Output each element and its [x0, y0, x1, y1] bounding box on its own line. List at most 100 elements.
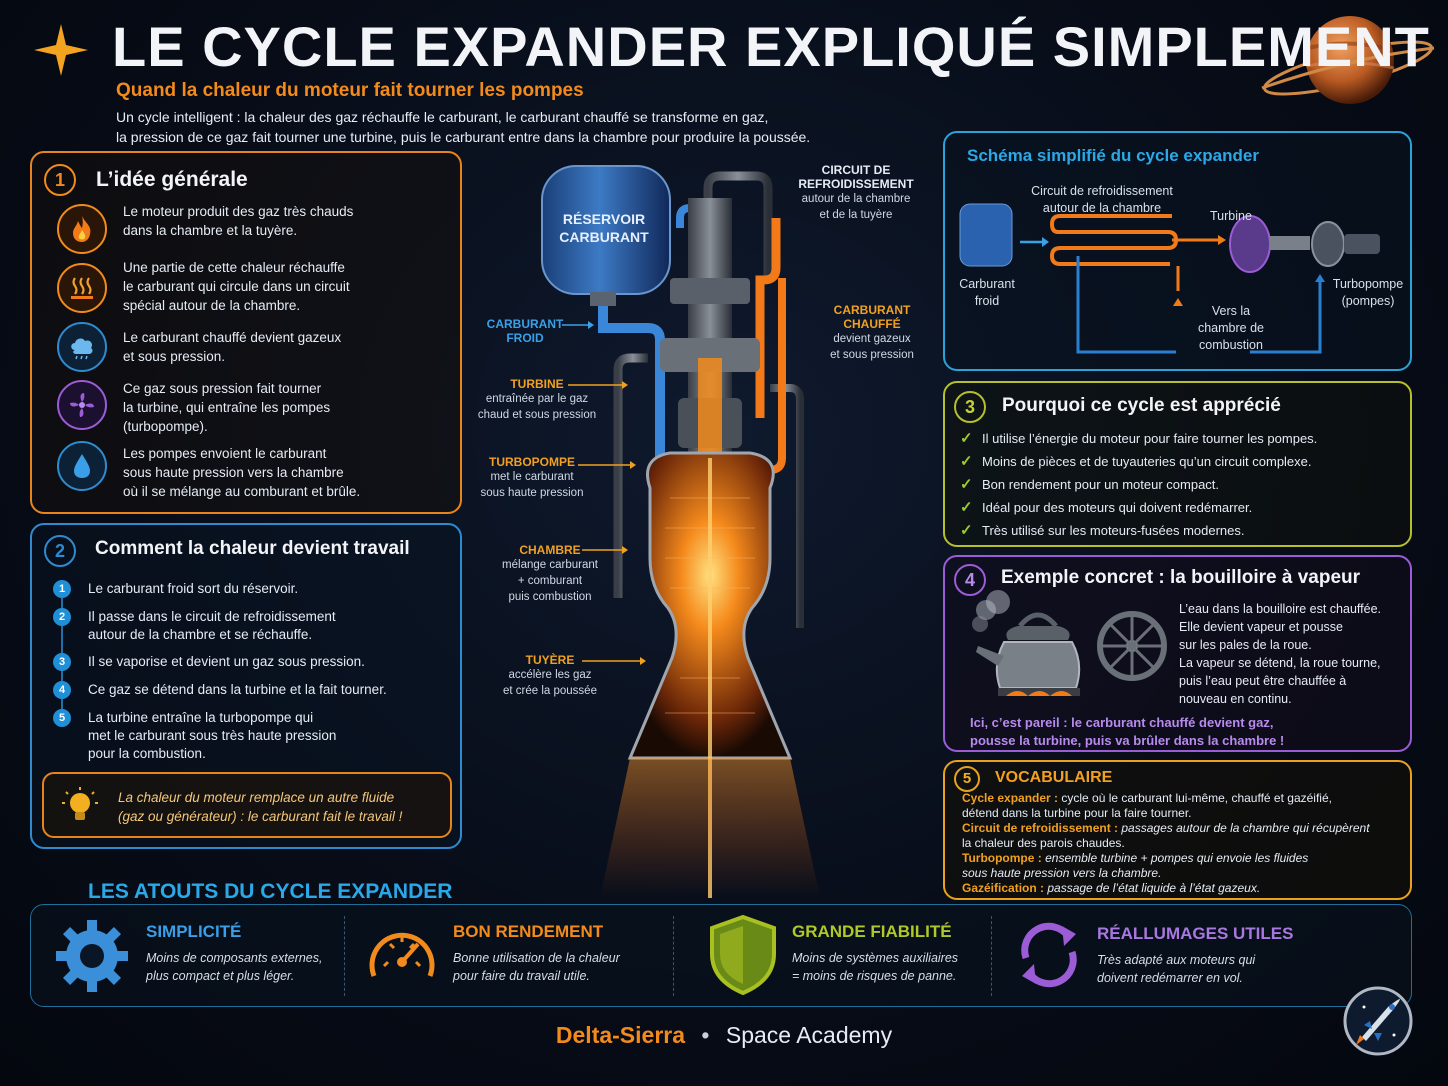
- text-line: où il se mélange au comburant et brûle.: [123, 484, 361, 499]
- schema-label-turbine: Turbine: [1210, 209, 1252, 223]
- step-text: Il passe dans le circuit de refroidissem…: [88, 608, 336, 644]
- text-line: accélère les gaz: [508, 669, 592, 681]
- benefit-desc: Très adapté aux moteurs qui doivent redé…: [1097, 951, 1255, 987]
- text-line: Le moteur produit des gaz très chauds: [123, 204, 354, 219]
- text-line: Carburant: [959, 277, 1015, 291]
- benefit-desc: Moins de composants externes, plus compa…: [146, 949, 322, 985]
- vocab-entry: Gazéification : passage de l’état liquid…: [962, 881, 1402, 896]
- callout-chamber: CHAMBRE mélange carburant + comburant pu…: [490, 543, 610, 605]
- text-line: devient gazeux: [833, 333, 911, 345]
- text-line: froid: [974, 294, 1000, 308]
- vocab-def: passage de l’état liquide à l’état gazeu…: [1044, 881, 1261, 895]
- intro-text: Un cycle intelligent : la chaleur des ga…: [116, 107, 810, 147]
- benefit-title: BON RENDEMENT: [453, 922, 604, 941]
- kettle-text: L’eau dans la bouilloire est chauffée. E…: [1179, 600, 1381, 708]
- tip-text: La chaleur du moteur remplace un autre f…: [118, 788, 402, 826]
- check-item: ✓Bon rendement pour un moteur compact.: [960, 475, 1219, 493]
- text-line: (gaz ou générateur) : le carburant fait …: [118, 809, 403, 824]
- text-line: + comburant: [517, 575, 583, 587]
- text-line: puis l’eau peut être chauffée à: [1179, 674, 1347, 688]
- text-line: plus compact et plus léger.: [146, 969, 295, 983]
- schema-label-turbopump: Turbopompe (pompes): [1328, 276, 1408, 310]
- text-line: Ce gaz sous pression fait tourner: [123, 381, 322, 396]
- section-title: Exemple concret : la bouilloire à vapeur: [1001, 567, 1361, 588]
- text-line: Le carburant chauffé devient gazeux: [123, 330, 342, 345]
- text-line: et de la tuyère: [819, 209, 893, 221]
- step-number: 3: [53, 653, 71, 671]
- text-line: Elle devient vapeur et pousse: [1179, 620, 1343, 634]
- section-number-badge: 4: [954, 564, 986, 596]
- text-line: Circuit de refroidissement: [1031, 184, 1173, 198]
- general-item-text: Ce gaz sous pression fait tourner la tur…: [123, 379, 330, 436]
- callout-turbopump: TURBOPOMPE met le carburant sous haute p…: [472, 455, 592, 501]
- footer: Delta-Sierra • Space Academy: [0, 1022, 1448, 1049]
- step-number: 1: [53, 580, 71, 598]
- schema-label-cooling: Circuit de refroidissement autour de la …: [1026, 183, 1178, 217]
- section-title: L’idée générale: [96, 168, 248, 191]
- text-line: pousse la turbine, puis va brûler dans l…: [970, 733, 1285, 748]
- text-line: la turbine, qui entraîne les pompes: [123, 400, 331, 415]
- text-line: L’eau dans la bouilloire est chauffée.: [1179, 602, 1382, 616]
- text-line: RÉSERVOIR: [562, 211, 646, 227]
- text-line: FROID: [506, 331, 544, 345]
- planet-icon: [1261, 16, 1435, 104]
- benefit-desc: Bonne utilisation de la chaleur pour fai…: [453, 949, 620, 985]
- text-line: sous haute pression: [480, 487, 584, 499]
- tip-box: La chaleur du moteur remplace un autre f…: [42, 772, 452, 838]
- text-line: le carburant qui circule dans un circuit: [123, 279, 350, 294]
- section-number-badge: 2: [44, 535, 76, 567]
- vocab-def: ensemble turbine + pompes qui envoie les…: [1041, 851, 1309, 865]
- section-number-badge: 5: [954, 766, 980, 792]
- heat-waves-icon: [57, 263, 107, 313]
- text-line: spécial autour de la chambre.: [123, 298, 301, 313]
- page-title: LE CYCLE EXPANDER EXPLIQUÉ SIMPLEMENT: [112, 15, 1430, 78]
- text-line: TUYÈRE: [525, 653, 575, 667]
- vocab-term: Turbopompe :: [962, 851, 1042, 865]
- text-line: REFROIDISSEMENT: [798, 177, 914, 191]
- footer-academy: Space Academy: [725, 1022, 893, 1048]
- general-item-text: Le moteur produit des gaz très chauds da…: [123, 202, 353, 240]
- rocket-badge-icon: [1343, 986, 1413, 1056]
- star-icon: [34, 24, 88, 76]
- check-text: Très utilisé sur les moteurs-fusées mode…: [982, 523, 1245, 538]
- text-line: Ici, c’est pareil : le carburant chauffé…: [970, 715, 1274, 730]
- text-line: (turbopompe).: [123, 419, 208, 434]
- text-line: met le carburant sous très haute pressio…: [88, 728, 337, 743]
- callout-nozzle: TUYÈRE accélère les gaz et crée la pouss…: [490, 653, 610, 699]
- footer-separator: •: [701, 1022, 710, 1048]
- benefit-desc: Moins de systèmes auxiliaires = moins de…: [792, 949, 958, 985]
- check-item: ✓ Très utilisé sur les moteurs-fusées mod…: [960, 521, 1245, 539]
- vocab-entry: Cycle expander : cycle où le carburant l…: [962, 791, 1402, 821]
- benefit-title: SIMPLICITÉ: [146, 922, 242, 941]
- benefit-title: GRANDE FIABILITÉ: [792, 922, 952, 941]
- vocab-def: détend dans la turbine pour la faire tou…: [962, 806, 1192, 820]
- text-line: sur les pales de la roue.: [1179, 638, 1312, 652]
- text-line: La chaleur du moteur remplace un autre f…: [118, 790, 395, 805]
- benefits-heading: LES ATOUTS DU CYCLE EXPANDER: [80, 880, 461, 904]
- checkmark-icon: ✓: [960, 453, 973, 470]
- droplet-icon: [57, 441, 107, 491]
- vocab-entry: Turbopompe : ensemble turbine + pompes q…: [962, 851, 1402, 881]
- text-line: autour de la chambre: [1042, 201, 1162, 215]
- schema-diagram: [959, 203, 1380, 354]
- callout-hot-fuel: CARBURANT CHAUFFÉ devient gazeux et sous…: [826, 303, 918, 363]
- text-line: La turbine entraîne la turbopompe qui: [88, 710, 314, 725]
- text-line: pour la combustion.: [88, 746, 206, 761]
- intro-line: Un cycle intelligent : la chaleur des ga…: [116, 109, 769, 125]
- text-line: Vers la: [1211, 304, 1251, 318]
- vocab-term: Cycle expander :: [962, 791, 1059, 805]
- text-line: Bonne utilisation de la chaleur: [453, 951, 620, 965]
- schema-label-chamber: Vers la chambre de combustion: [1190, 303, 1272, 354]
- text-line: CARBURANT: [833, 303, 911, 317]
- text-line: = moins de risques de panne.: [792, 969, 957, 983]
- text-line: et sous pression.: [123, 349, 226, 364]
- cloud-icon: [57, 322, 107, 372]
- step-number: 4: [53, 681, 71, 699]
- text-line: La vapeur se détend, la roue tourne,: [1179, 656, 1381, 670]
- general-item-text: Le carburant chauffé devient gazeux et s…: [123, 328, 341, 366]
- checkmark-icon: ✓: [960, 522, 973, 539]
- intro-line: la pression de ce gaz fait tourner une t…: [116, 129, 811, 145]
- step-number: 5: [53, 709, 71, 727]
- text-line: nouveau en continu.: [1179, 692, 1292, 706]
- text-line: Le carburant froid sort du réservoir.: [88, 581, 299, 596]
